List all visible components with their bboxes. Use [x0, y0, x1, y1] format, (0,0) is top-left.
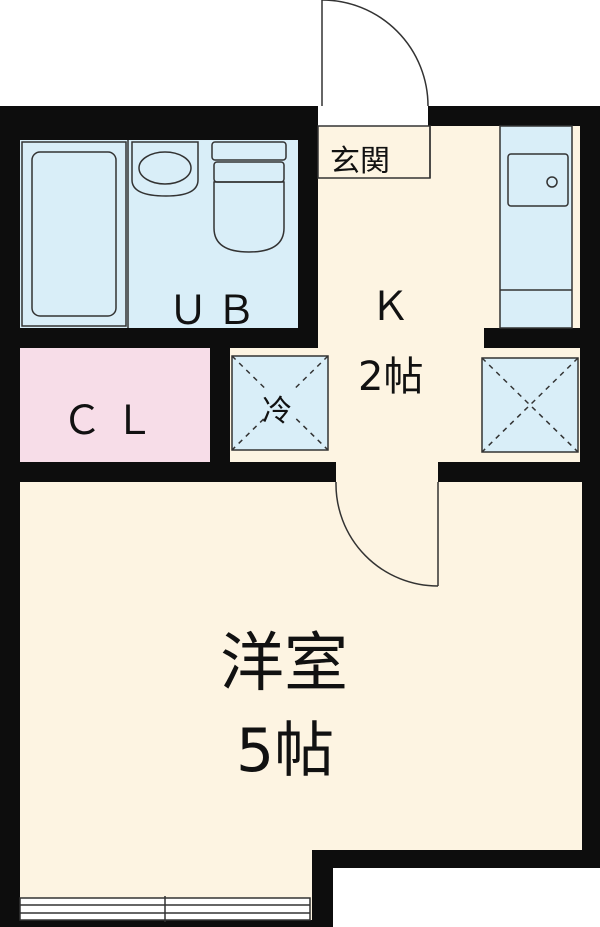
door-swing-icon — [321, 0, 429, 107]
kitchen-size-label: 2帖 — [358, 354, 424, 400]
cl-label: ＣＬ — [62, 398, 166, 444]
stove-icon — [499, 125, 573, 329]
window-icon — [19, 896, 311, 922]
entrance-floor — [318, 106, 428, 126]
ub-label: ＵＢ — [168, 288, 264, 334]
sink-icon — [131, 141, 199, 197]
ub-room — [20, 140, 298, 328]
western-name-label: 洋室 — [220, 627, 348, 701]
fridge-icon — [231, 355, 329, 451]
toilet-icon — [211, 141, 287, 253]
western-room — [20, 482, 582, 850]
genkan-label: 玄関 — [330, 144, 390, 179]
fridge-label: 冷 — [262, 394, 292, 429]
appliance-space-icon — [481, 357, 579, 453]
kitchen-room-link — [318, 326, 484, 350]
kitchen-name-label: Ｋ — [370, 284, 410, 330]
room-door-swing-icon — [335, 462, 439, 587]
cl-room — [20, 348, 210, 462]
exterior-notch — [333, 868, 600, 927]
bathtub-icon — [21, 141, 127, 327]
western-size-label: 5帖 — [236, 716, 335, 786]
entrance-step — [317, 125, 431, 179]
